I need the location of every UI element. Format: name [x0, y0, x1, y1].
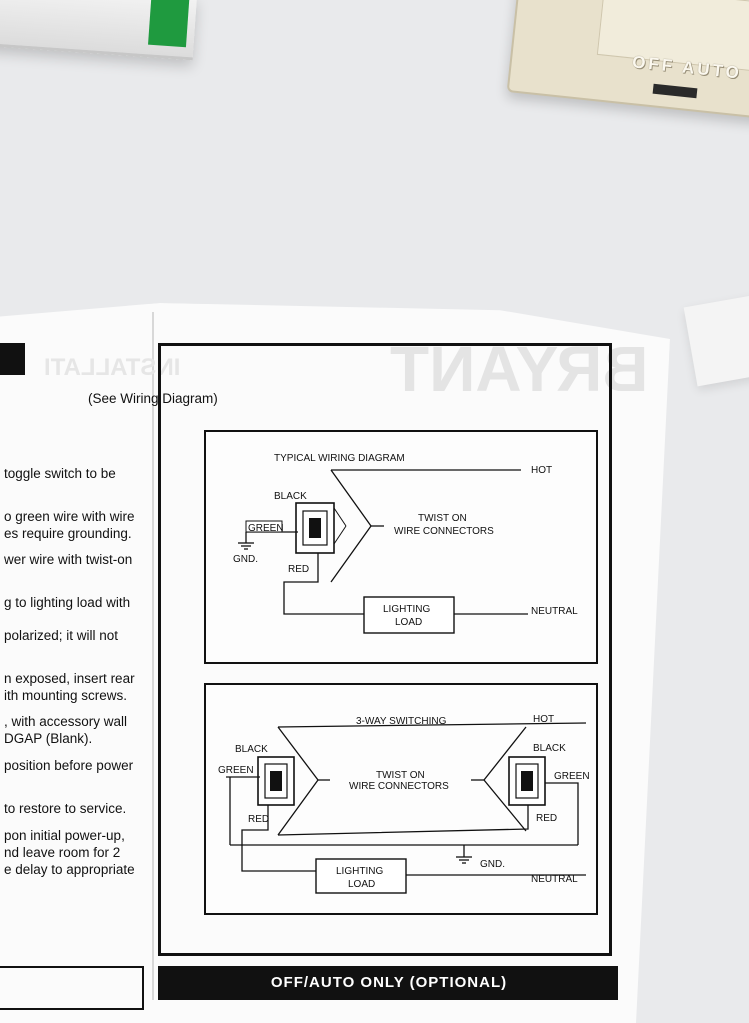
body-line: ith mounting screws. — [4, 688, 128, 703]
paper-fold — [152, 312, 154, 1000]
lighting-load-box — [363, 596, 455, 634]
load-label-2: LOAD — [348, 879, 375, 890]
green-right-label: GREEN — [554, 771, 590, 782]
load-label-1: LIGHTING — [383, 604, 430, 615]
gnd-label: GND. — [480, 859, 505, 870]
lighting-load-box — [315, 858, 407, 894]
body-line: nd leave room for 2 — [4, 845, 121, 860]
connector-wedge — [330, 469, 372, 583]
body-line: toggle switch to be — [4, 466, 116, 481]
black-label: BLACK — [274, 491, 307, 502]
traveler-wire — [277, 805, 529, 836]
diagram1-title: TYPICAL WIRING DIAGRAM — [274, 453, 405, 464]
see-diagram-note: (See Wiring Diagram) — [88, 391, 218, 406]
hot-label: HOT — [533, 714, 554, 725]
green-left-label: GREEN — [218, 765, 254, 776]
left-sensor-window — [270, 771, 282, 791]
corner-box — [0, 966, 144, 1010]
connector-tick — [333, 525, 347, 545]
section-bar — [0, 343, 25, 375]
hot-label: HOT — [531, 465, 552, 476]
green-label-box — [245, 520, 283, 533]
body-line: DGAP (Blank). — [4, 731, 93, 746]
red-wire — [283, 553, 364, 615]
section-heading-band — [158, 966, 618, 1000]
sensor-window — [309, 518, 321, 538]
three-way-wiring-svg: 3-WAY SWITCHING HOT BLACK GREEN RED BLAC… — [218, 714, 590, 894]
body-line: polarized; it will not — [4, 628, 119, 643]
left-sensor-lens — [264, 763, 288, 799]
body-line: , with accessory wall — [4, 714, 128, 729]
body-line: position before power — [4, 758, 134, 773]
hot-wire — [277, 722, 587, 728]
twist-label-2: WIRE CONNECTORS — [349, 781, 449, 792]
red-left-label: RED — [248, 814, 269, 825]
background-paper-curl — [683, 293, 749, 387]
typical-wiring-svg: TYPICAL WIRING DIAGRAM HOT BLACK TWIST O… — [233, 453, 578, 634]
red-right-label: RED — [536, 813, 557, 824]
body-line: to restore to service. — [4, 801, 127, 816]
section-heading: OFF/AUTO ONLY (OPTIONAL) — [270, 974, 508, 991]
twist-label-2: WIRE CONNECTORS — [394, 526, 494, 537]
load-label-1: LIGHTING — [336, 866, 383, 877]
green-right-wire — [545, 782, 579, 845]
green-label: GREEN — [248, 523, 284, 534]
gnd-label: GND. — [233, 554, 258, 565]
load-label-2: LOAD — [395, 617, 422, 628]
body-line: e delay to appropriate — [4, 862, 135, 877]
body-line: o green wire with wire — [4, 509, 135, 524]
black-right-label: BLACK — [533, 743, 566, 754]
neutral-label: NEUTRAL — [531, 874, 578, 885]
black-left-label: BLACK — [235, 744, 268, 755]
diagram2-title: 3-WAY SWITCHING — [356, 716, 447, 727]
connector-tick — [333, 507, 347, 527]
body-line: wer wire with twist-on — [4, 552, 133, 567]
sensor-lens — [302, 510, 328, 546]
body-line: pon initial power-up, — [4, 828, 125, 843]
right-sensor-lens — [515, 763, 539, 799]
red-left-wire — [241, 805, 316, 872]
twist-label-1: TWIST ON — [418, 513, 467, 524]
twist-label-1: TWIST ON — [376, 770, 425, 781]
red-label: RED — [288, 564, 309, 575]
body-line: g to lighting load with — [4, 595, 131, 610]
neutral-label: NEUTRAL — [531, 606, 578, 617]
three-way-wiring-diagram: 3-WAY SWITCHING HOT BLACK GREEN RED BLAC… — [204, 683, 598, 915]
page-border — [158, 343, 612, 956]
typical-wiring-diagram: TYPICAL WIRING DIAGRAM HOT BLACK TWIST O… — [204, 430, 598, 664]
right-sensor-window — [521, 771, 533, 791]
body-line: es require grounding. — [4, 526, 132, 541]
body-line: n exposed, insert rear — [4, 671, 135, 686]
background-box-green-edge — [148, 0, 190, 48]
